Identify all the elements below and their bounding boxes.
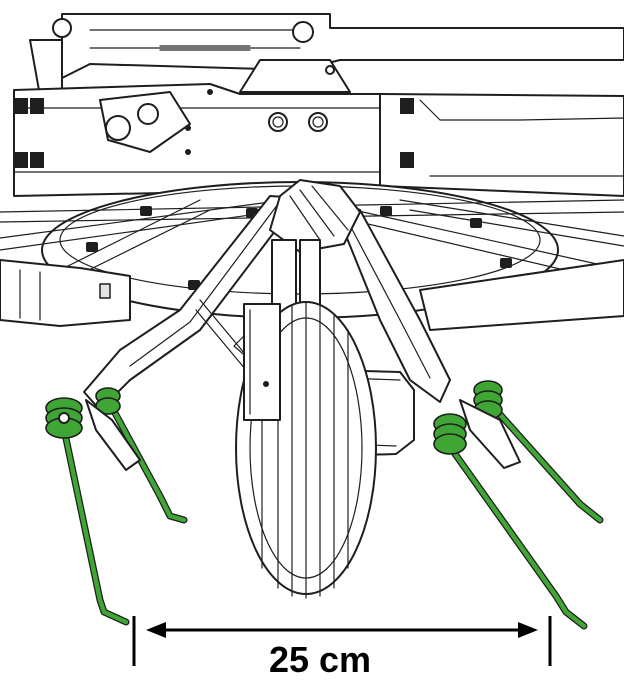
dimension-label: 25 cm	[268, 639, 372, 680]
right-tine-pair	[433, 380, 604, 630]
gearbox-housing	[13, 83, 624, 197]
upper-frame	[29, 13, 624, 97]
left-tine-pair	[45, 387, 188, 626]
dimension-arrow-icon	[132, 616, 552, 666]
ground-wheel	[235, 301, 415, 599]
